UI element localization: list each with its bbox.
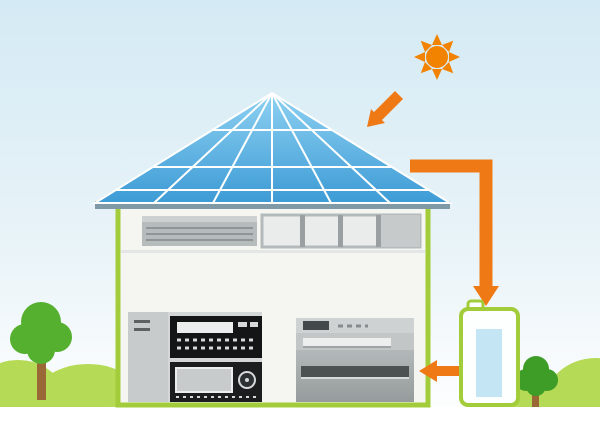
arrowhead-down-icon — [473, 286, 499, 306]
window-mullions — [300, 215, 381, 247]
sun-rays — [414, 34, 460, 80]
left-tree — [10, 302, 72, 400]
battery-cell — [476, 329, 502, 397]
display-panel — [177, 322, 233, 333]
storage-battery — [459, 299, 520, 407]
sunlight-arrow — [367, 91, 403, 127]
solar-panel-roof — [91, 91, 454, 204]
floor-divider — [121, 250, 425, 253]
vent-slot — [301, 366, 409, 377]
upper-windows — [260, 213, 422, 249]
battery-to-appliance-arrow — [419, 360, 459, 382]
tree-crown — [10, 302, 72, 364]
panel-grid — [116, 92, 429, 204]
tree-crown — [515, 356, 558, 396]
house — [91, 91, 454, 408]
cabinet-door — [128, 312, 168, 402]
handle — [303, 338, 391, 346]
button-rows — [177, 338, 257, 350]
sun-icon — [414, 34, 460, 80]
oven-unit-top — [170, 316, 262, 358]
microwave-unit — [170, 362, 262, 402]
dishwasher — [296, 318, 414, 402]
right-tree — [515, 356, 558, 407]
roof-eave — [95, 201, 450, 209]
kitchen-appliance-stack — [128, 312, 262, 402]
tree-trunk — [37, 348, 46, 400]
microwave-window — [175, 367, 233, 393]
arrowhead-left-icon — [419, 360, 437, 382]
tree-trunk — [532, 385, 539, 407]
ground — [0, 407, 600, 429]
hood-slats — [146, 227, 253, 241]
range-hood — [142, 216, 257, 246]
window-pane-dark — [381, 215, 420, 247]
cabinet-handle — [134, 328, 150, 331]
display-panel — [303, 321, 329, 330]
cabinet-handle — [134, 320, 150, 323]
roof-to-battery-arrow — [410, 159, 499, 306]
